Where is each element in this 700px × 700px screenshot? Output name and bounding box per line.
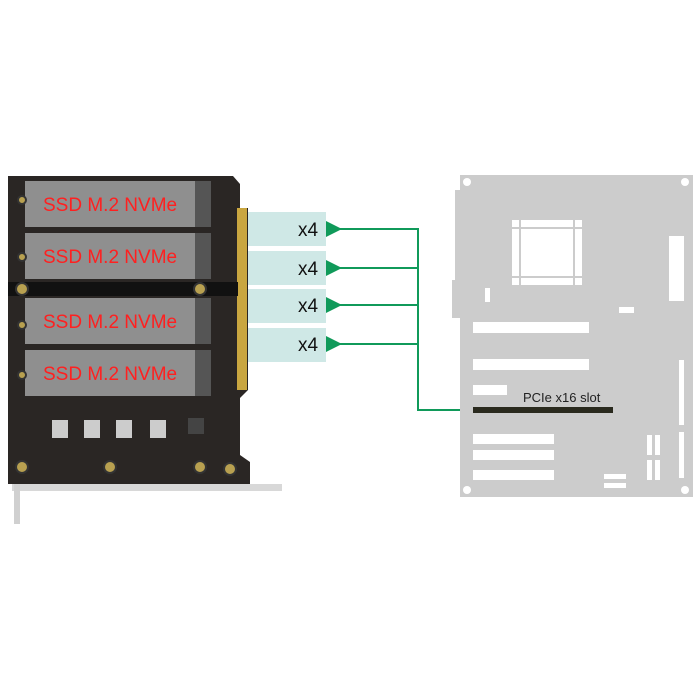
motherboard: PCIe x16 slot	[452, 175, 693, 497]
ssd-module	[25, 233, 195, 279]
ssd-module	[25, 181, 195, 227]
ssd-label: SSD M.2 NVMe	[43, 195, 177, 216]
lane-box	[248, 212, 326, 246]
regulator-chip	[84, 420, 100, 438]
lane-label: x4	[298, 335, 319, 356]
lane-label: x4	[298, 220, 319, 241]
ssd-module	[25, 298, 195, 344]
ssd-module	[25, 350, 195, 396]
lane-group: x4 x4 x4 x4	[248, 212, 326, 362]
screw-hole	[193, 460, 207, 474]
lane-box	[248, 251, 326, 285]
regulator-chip	[116, 420, 132, 438]
ssd-label: SSD M.2 NVMe	[43, 364, 177, 385]
screw-hole	[15, 282, 29, 296]
lane-box	[248, 328, 326, 362]
screw-hole	[17, 370, 27, 380]
screw-hole	[193, 282, 207, 296]
m2-connector	[195, 350, 211, 396]
lane-label: x4	[298, 296, 319, 317]
screw-hole	[103, 460, 117, 474]
pcie-x16-slot	[473, 407, 613, 413]
regulator-chip	[150, 420, 166, 438]
screw-hole	[17, 252, 27, 262]
screw-hole	[223, 462, 237, 476]
bracket	[12, 484, 282, 491]
slot-label: PCIe x16 slot	[523, 390, 601, 405]
m2-connector	[195, 233, 211, 279]
ssd-label: SSD M.2 NVMe	[43, 247, 177, 268]
gold-fingers	[237, 208, 247, 390]
controller-chip	[188, 418, 204, 434]
screw-hole	[17, 320, 27, 330]
m2-connector	[195, 181, 211, 227]
regulator-chip	[52, 420, 68, 438]
lane-label: x4	[298, 259, 319, 280]
connection-lines	[326, 221, 472, 411]
lane-box	[248, 289, 326, 323]
screw-hole	[17, 195, 27, 205]
ssd-label: SSD M.2 NVMe	[43, 312, 177, 333]
screw-hole	[15, 460, 29, 474]
m2-connector	[195, 298, 211, 344]
